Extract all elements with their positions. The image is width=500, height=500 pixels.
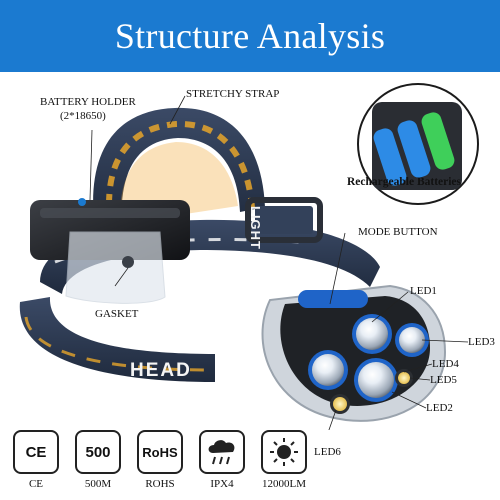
led-lenses	[308, 314, 429, 414]
badge-rohs: RoHS ROHS	[130, 430, 190, 500]
strap-print-front: HEAD	[130, 360, 192, 381]
ipx4-rain-icon	[199, 430, 245, 474]
badge-caption: ROHS	[145, 478, 175, 490]
badge-caption: IPX4	[210, 478, 234, 490]
ce-icon: CE	[13, 430, 59, 474]
battery-inset	[357, 83, 479, 205]
callout-led6: LED6	[314, 446, 341, 458]
rohs-icon: RoHS	[137, 430, 183, 474]
callout-led1: LED1	[410, 285, 437, 297]
headlamp-illustration	[19, 83, 479, 430]
badge-500m: 500 500M	[68, 430, 128, 500]
callout-battery-holder: BATTERY HOLDER	[40, 96, 136, 108]
callout-led3: LED3	[468, 336, 495, 348]
title-banner: Structure Analysis	[0, 0, 500, 72]
sun-brightness-icon	[261, 430, 307, 474]
500m-icon: 500	[75, 430, 121, 474]
certification-badges: CE CE 500 500M RoHS ROHS IPX4	[0, 430, 500, 500]
badge-12000lm: 12000LM	[254, 430, 314, 500]
mode-button	[298, 290, 368, 308]
badge-caption: CE	[28, 478, 44, 490]
strap-print-side: LIGHT	[248, 206, 263, 250]
badge-ce: CE CE	[6, 430, 66, 500]
leader-lines	[89, 95, 469, 430]
callout-led5: LED5	[430, 374, 457, 386]
gasket	[65, 231, 166, 304]
badge-caption: 500M	[84, 478, 112, 490]
badge-caption: 12000LM	[262, 478, 306, 490]
product-diagram: HEAD LIGHT BATTERY HOLDER (2*18650) STRE…	[0, 72, 500, 458]
callout-led2: LED2	[426, 402, 453, 414]
strap-buckle	[245, 197, 323, 243]
page-title: Structure Analysis	[114, 16, 386, 56]
badge-ipx4: IPX4	[192, 430, 252, 500]
callout-mode-button: MODE BUTTON	[358, 226, 438, 238]
callout-stretchy-strap: STRETCHY STRAP	[186, 88, 280, 100]
callout-led4: LED4	[432, 358, 459, 370]
callout-battery-holder-spec: (2*18650)	[60, 110, 106, 122]
callout-gasket: GASKET	[95, 308, 139, 320]
callout-rechargeable-batteries: Rechargeable Batteries	[347, 176, 462, 188]
